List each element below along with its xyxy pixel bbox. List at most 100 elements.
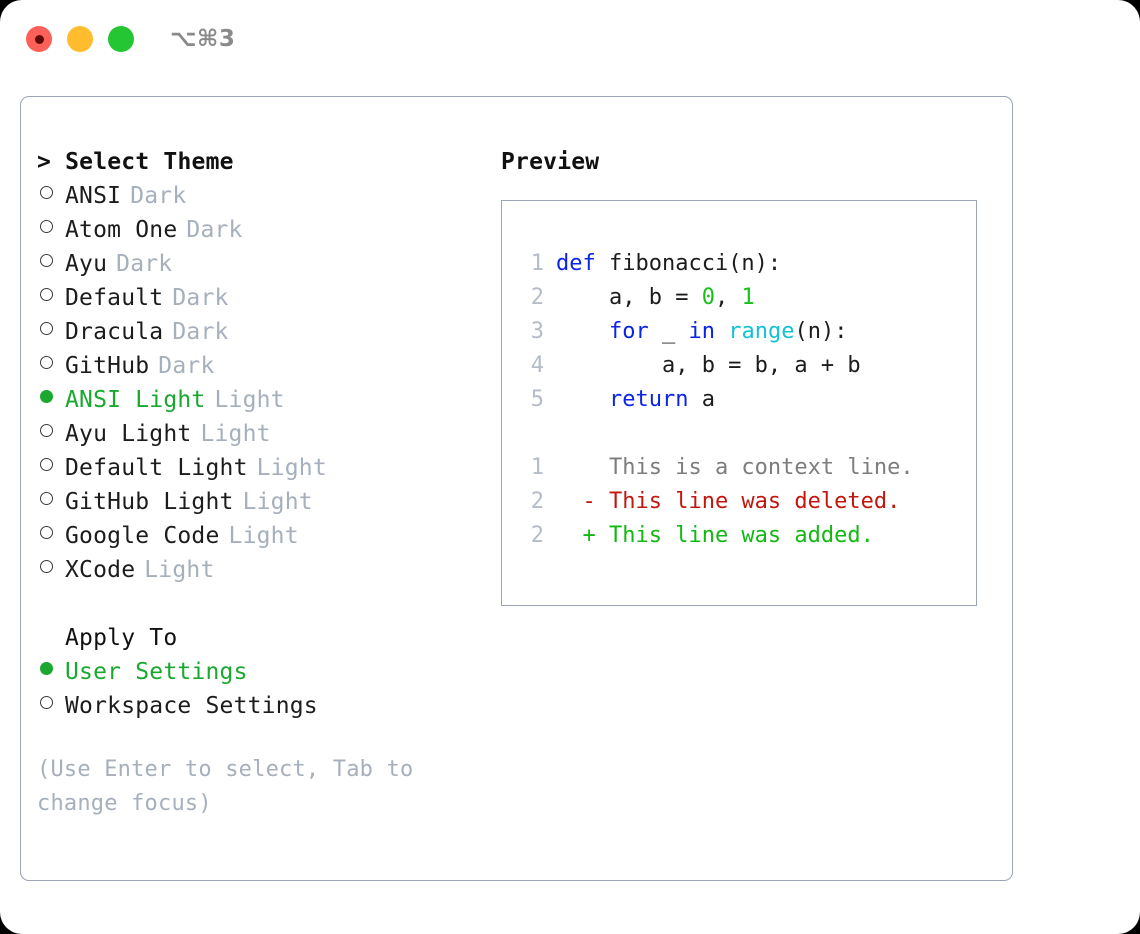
radio-circle-icon [40,254,53,267]
diff-line-content: - This line was deleted. [556,489,901,514]
window-controls [26,26,134,52]
code-token-plain [715,319,728,344]
code-token-kw: for [608,319,649,344]
preview-heading: Preview [501,149,600,175]
code-blank-line [502,417,976,451]
diff-sample: 1 This is a context line. 2 - This line w… [502,451,976,553]
theme-list-item[interactable]: ANSI Light Light [37,383,497,417]
theme-name-label: ANSI Light [65,387,206,413]
code-line-content: for _ in range(n): [556,315,847,349]
theme-category-label: Light [214,387,285,413]
theme-name-label: Default Light [65,455,248,481]
theme-list-item[interactable]: Ayu Dark [37,247,497,281]
code-token-num: 0 [701,285,715,310]
theme-name-label: ANSI [65,183,122,209]
theme-category-label: Dark [172,285,229,311]
theme-name-label: Ayu [65,251,108,277]
code-token-plain: (n): [794,319,848,344]
section-spacer [37,587,497,621]
theme-list-item[interactable]: ANSI Dark [37,179,497,213]
code-line-content: return a [556,383,715,417]
code-line-number: 3 [530,319,544,344]
code-line: 5 return a [502,383,976,417]
theme-category-label: Dark [158,353,215,379]
code-token-plain [556,319,609,344]
theme-category-label: Light [200,421,271,447]
radio-circle-icon [40,492,53,505]
diff-line-number: 1 [530,455,544,480]
code-line-number: 2 [530,285,544,310]
radio-circle-icon [40,186,53,199]
code-token-plain: a, b = b, a + b [556,353,861,378]
minimize-button[interactable] [67,26,93,52]
theme-category-label: Dark [130,183,187,209]
theme-category-label: Dark [116,251,173,277]
theme-name-label: GitHub [65,353,150,379]
apply-to-label: User Settings [65,659,248,685]
theme-name-label: Dracula [65,319,164,345]
radio-circle-icon [40,526,53,539]
code-line: 2 a, b = 0, 1 [502,281,976,315]
theme-category-label: Light [144,557,215,583]
apply-to-option[interactable]: Workspace Settings [37,689,497,723]
maximize-button[interactable] [108,26,134,52]
apply-to-option[interactable]: User Settings [37,655,497,689]
theme-category-label: Dark [172,319,229,345]
code-token-plain: a [688,387,715,412]
theme-list-item[interactable]: Dracula Dark [37,315,497,349]
theme-list-item[interactable]: Ayu Light Light [37,417,497,451]
code-token-plain [556,387,609,412]
apply-to-label: Workspace Settings [65,693,318,719]
code-line-number: 4 [530,353,544,378]
theme-category-label: Dark [186,217,243,243]
theme-category-label: Light [256,455,327,481]
theme-name-label: Default [65,285,164,311]
theme-list-item[interactable]: Default Light Light [37,451,497,485]
select-theme-heading: > Select Theme [37,149,234,175]
theme-list-item[interactable]: XCode Light [37,553,497,587]
theme-name-label: Atom One [65,217,178,243]
code-token-plain: , [714,285,742,310]
radio-circle-icon [40,390,53,403]
radio-circle-icon [40,696,53,709]
code-line-content: def fibonacci(n): [556,247,781,281]
theme-list-item[interactable]: GitHub Dark [37,349,497,383]
radio-circle-icon [40,220,53,233]
radio-circle-icon [40,458,53,471]
diff-line: 1 This is a context line. [502,451,976,485]
code-token-kw: in [688,319,715,344]
close-button[interactable] [26,26,52,52]
keyboard-hint-text: (Use Enter to select, Tab to change focu… [37,757,414,816]
diff-line-content: This is a context line. [556,455,914,480]
keyboard-shortcut-label: ⌥⌘3 [170,26,236,52]
diff-line: 2 + This line was added. [502,519,976,553]
code-token-plain: _ [648,319,689,344]
theme-name-label: XCode [65,557,136,583]
code-token-kw: return [608,387,689,412]
code-line-content: a, b = b, a + b [556,349,861,383]
code-token-plain: fibonacci(n): [608,251,782,276]
close-dot-icon [34,34,44,44]
theme-list-item[interactable]: Atom One Dark [37,213,497,247]
radio-circle-icon [40,322,53,335]
theme-list-item[interactable]: Default Dark [37,281,497,315]
code-line-content: a, b = 0, 1 [556,281,755,315]
code-token-plain: a, b = [556,285,702,310]
code-token-kw: def [556,251,609,276]
theme-name-label: Ayu Light [65,421,192,447]
radio-circle-icon [40,662,53,675]
diff-line-number: 2 [530,523,544,548]
theme-name-label: GitHub Light [65,489,234,515]
title-bar: ⌥⌘3 [0,0,1140,78]
